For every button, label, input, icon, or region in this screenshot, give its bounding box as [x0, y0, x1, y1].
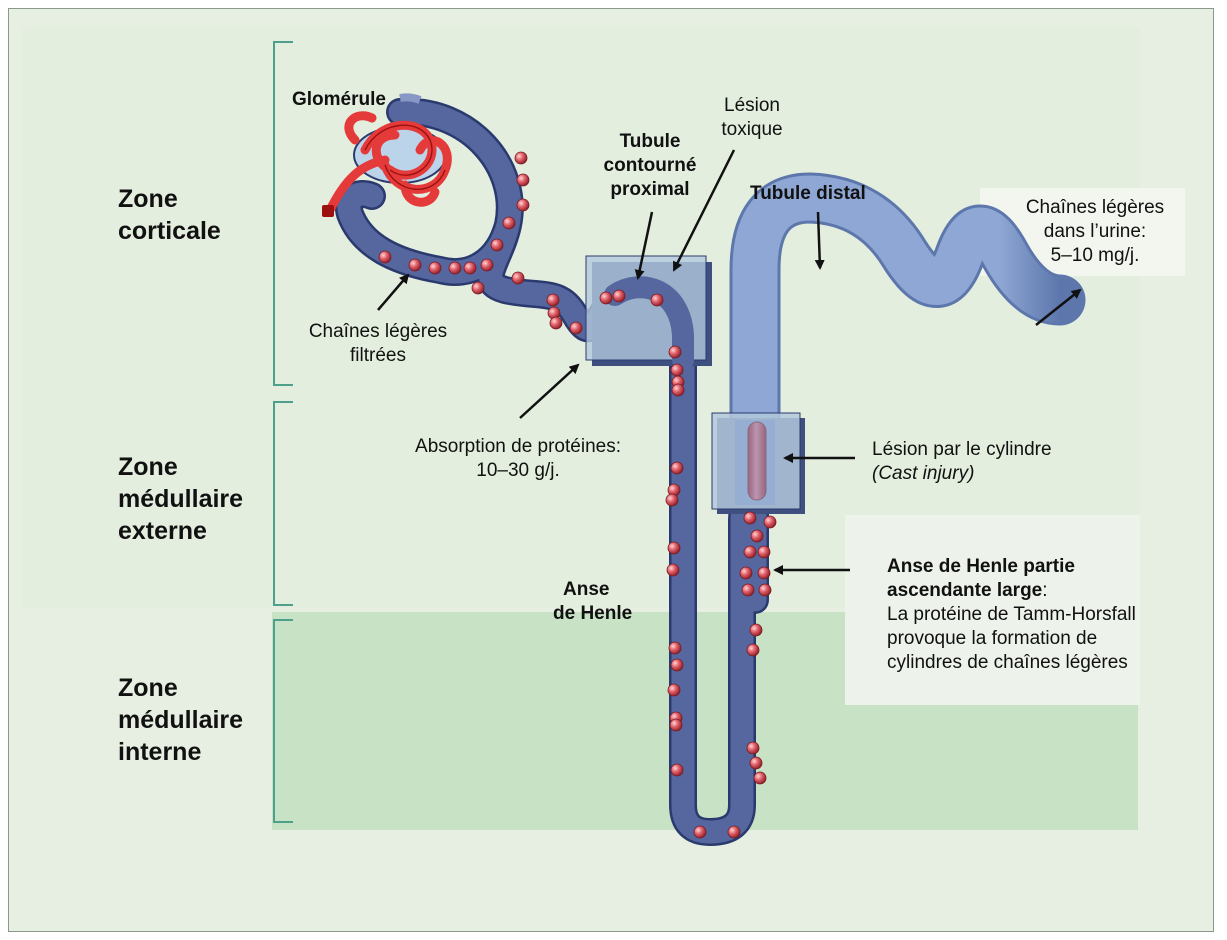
light-chain-particle — [464, 262, 476, 274]
light-chain-particle — [517, 174, 529, 186]
light-chain-particle — [503, 217, 515, 229]
light-chain-particle — [669, 642, 681, 654]
light-chain-particle — [547, 294, 559, 306]
light-chain-particle — [750, 757, 762, 769]
light-chain-particle — [666, 494, 678, 506]
light-chain-particle — [668, 684, 680, 696]
label-tubule-distal: Tubule distal — [750, 182, 866, 206]
light-chain-particle — [750, 624, 762, 636]
light-chain-particle — [491, 239, 503, 251]
light-chain-particle — [515, 152, 527, 164]
light-chain-particle — [728, 826, 740, 838]
light-chain-particle — [758, 567, 770, 579]
light-chain-particle — [409, 259, 421, 271]
light-chain-particle — [751, 530, 763, 542]
light-chain-particle — [744, 512, 756, 524]
light-chain-particle — [600, 292, 612, 304]
light-chain-particle — [744, 546, 756, 558]
light-chain-particle — [512, 272, 524, 284]
light-chain-particle — [740, 567, 752, 579]
light-chain-particle — [613, 290, 625, 302]
light-chain-particle — [669, 346, 681, 358]
light-chain-particle — [651, 294, 663, 306]
light-chain-particle — [429, 262, 441, 274]
light-chain-particle — [472, 282, 484, 294]
label-cast-injury: (Cast injury) — [872, 462, 1052, 486]
label-lesion-cylindre: Lésion par le cylindre (Cast injury) — [872, 438, 1052, 486]
light-chain-particle — [550, 317, 562, 329]
label-tamm-horsfall: La protéine de Tamm-Horsfall provoque la… — [887, 603, 1136, 675]
light-chain-particle — [742, 584, 754, 596]
label-henle-ascendante: Anse de Henle partie ascendante large: L… — [887, 555, 1136, 675]
light-chain-particle — [754, 772, 766, 784]
light-chain-particle — [379, 251, 391, 263]
light-chain-particle — [671, 659, 683, 671]
light-chain-particle — [481, 259, 493, 271]
light-chain-particle — [449, 262, 461, 274]
label-glomerule: Glomérule — [292, 88, 386, 112]
light-chain-particle — [671, 364, 683, 376]
light-chain-particle — [764, 516, 776, 528]
light-chain-particle — [671, 462, 683, 474]
light-chain-particle — [570, 322, 582, 334]
light-chain-particle — [668, 542, 680, 554]
light-chain-particle — [694, 826, 706, 838]
light-chain-particle — [670, 719, 682, 731]
light-chain-particle — [517, 199, 529, 211]
light-chain-particle — [672, 384, 684, 396]
light-chain-particle — [759, 584, 771, 596]
capsule-highlight — [400, 97, 420, 100]
light-chain-particle — [758, 546, 770, 558]
light-chain-particle — [747, 644, 759, 656]
light-chain-particle — [747, 742, 759, 754]
light-chain-particle — [671, 764, 683, 776]
light-chain-particle — [667, 564, 679, 576]
label-absorption: Absorption de protéines:10–30 g/j. — [368, 435, 668, 483]
